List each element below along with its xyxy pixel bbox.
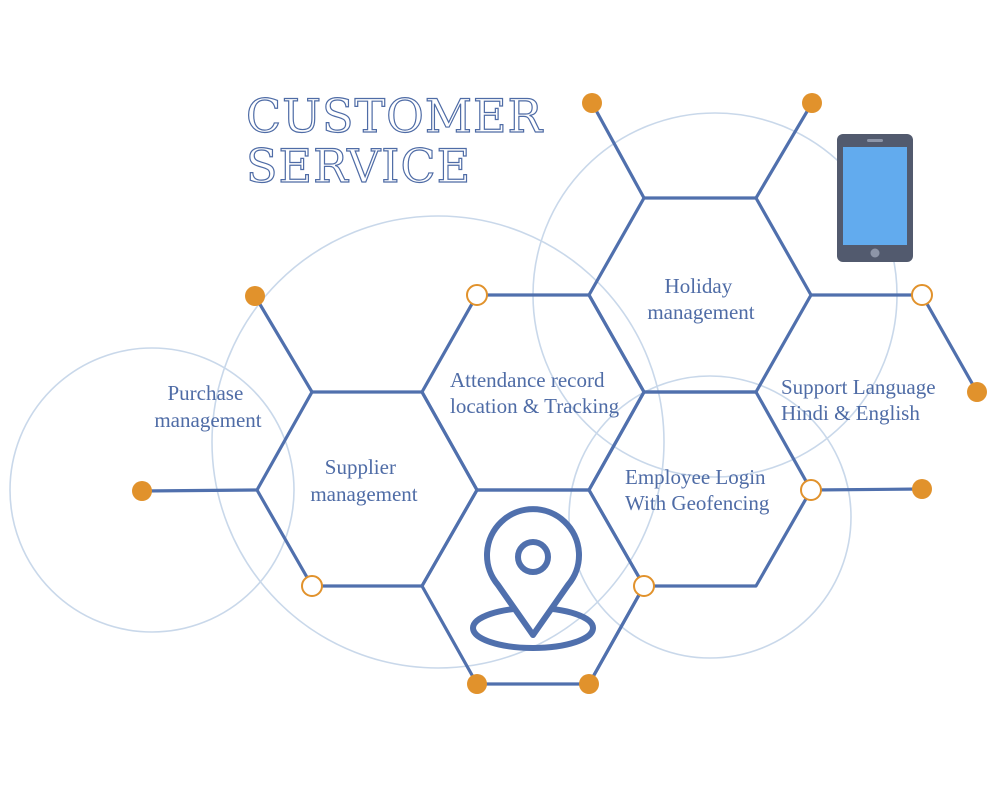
- spoke-line: [809, 487, 924, 492]
- diagram-labels: Purchase management Supplier management …: [154, 274, 941, 515]
- node-dot: [467, 674, 487, 694]
- node-ring: [911, 284, 933, 306]
- node-ring: [466, 284, 488, 306]
- spoke-line: [920, 293, 979, 394]
- node-dot: [967, 382, 987, 402]
- tablet-icon: [837, 134, 913, 262]
- hex-employee-login: [587, 390, 813, 588]
- spoke-line: [253, 294, 314, 394]
- hollow-nodes: [301, 284, 933, 597]
- node-dot: [802, 93, 822, 113]
- spoke-line: [587, 584, 646, 686]
- spoke-line: [140, 488, 259, 493]
- label-support-language: Support Language Hindi & English: [781, 375, 941, 425]
- node-dot: [245, 286, 265, 306]
- background-circle: [211, 215, 665, 669]
- node-dot: [582, 93, 602, 113]
- label-employee-login: Employee Login With Geofencing: [625, 465, 771, 515]
- node-dot: [912, 479, 932, 499]
- background-circle: [568, 375, 852, 659]
- hex-attendance: [420, 293, 646, 492]
- node-ring: [633, 575, 655, 597]
- title-line-2: SERVICE: [246, 139, 471, 193]
- background-circle: [9, 347, 295, 633]
- label-holiday: Holiday management: [647, 274, 754, 324]
- node-ring: [800, 479, 822, 501]
- spoke-line: [590, 101, 646, 200]
- filled-nodes: [132, 93, 987, 694]
- page-title: CUSTOMER SERVICE: [245, 88, 544, 193]
- node-ring: [301, 575, 323, 597]
- location-pin-icon: [470, 506, 596, 651]
- title-line-1: CUSTOMER: [246, 89, 544, 143]
- label-purchase: Purchase management: [154, 381, 261, 432]
- node-dot: [579, 674, 599, 694]
- label-attendance: Attendance record location & Tracking: [450, 368, 620, 418]
- spoke-line: [754, 101, 814, 200]
- label-supplier: Supplier management: [310, 455, 417, 506]
- node-dot: [132, 481, 152, 501]
